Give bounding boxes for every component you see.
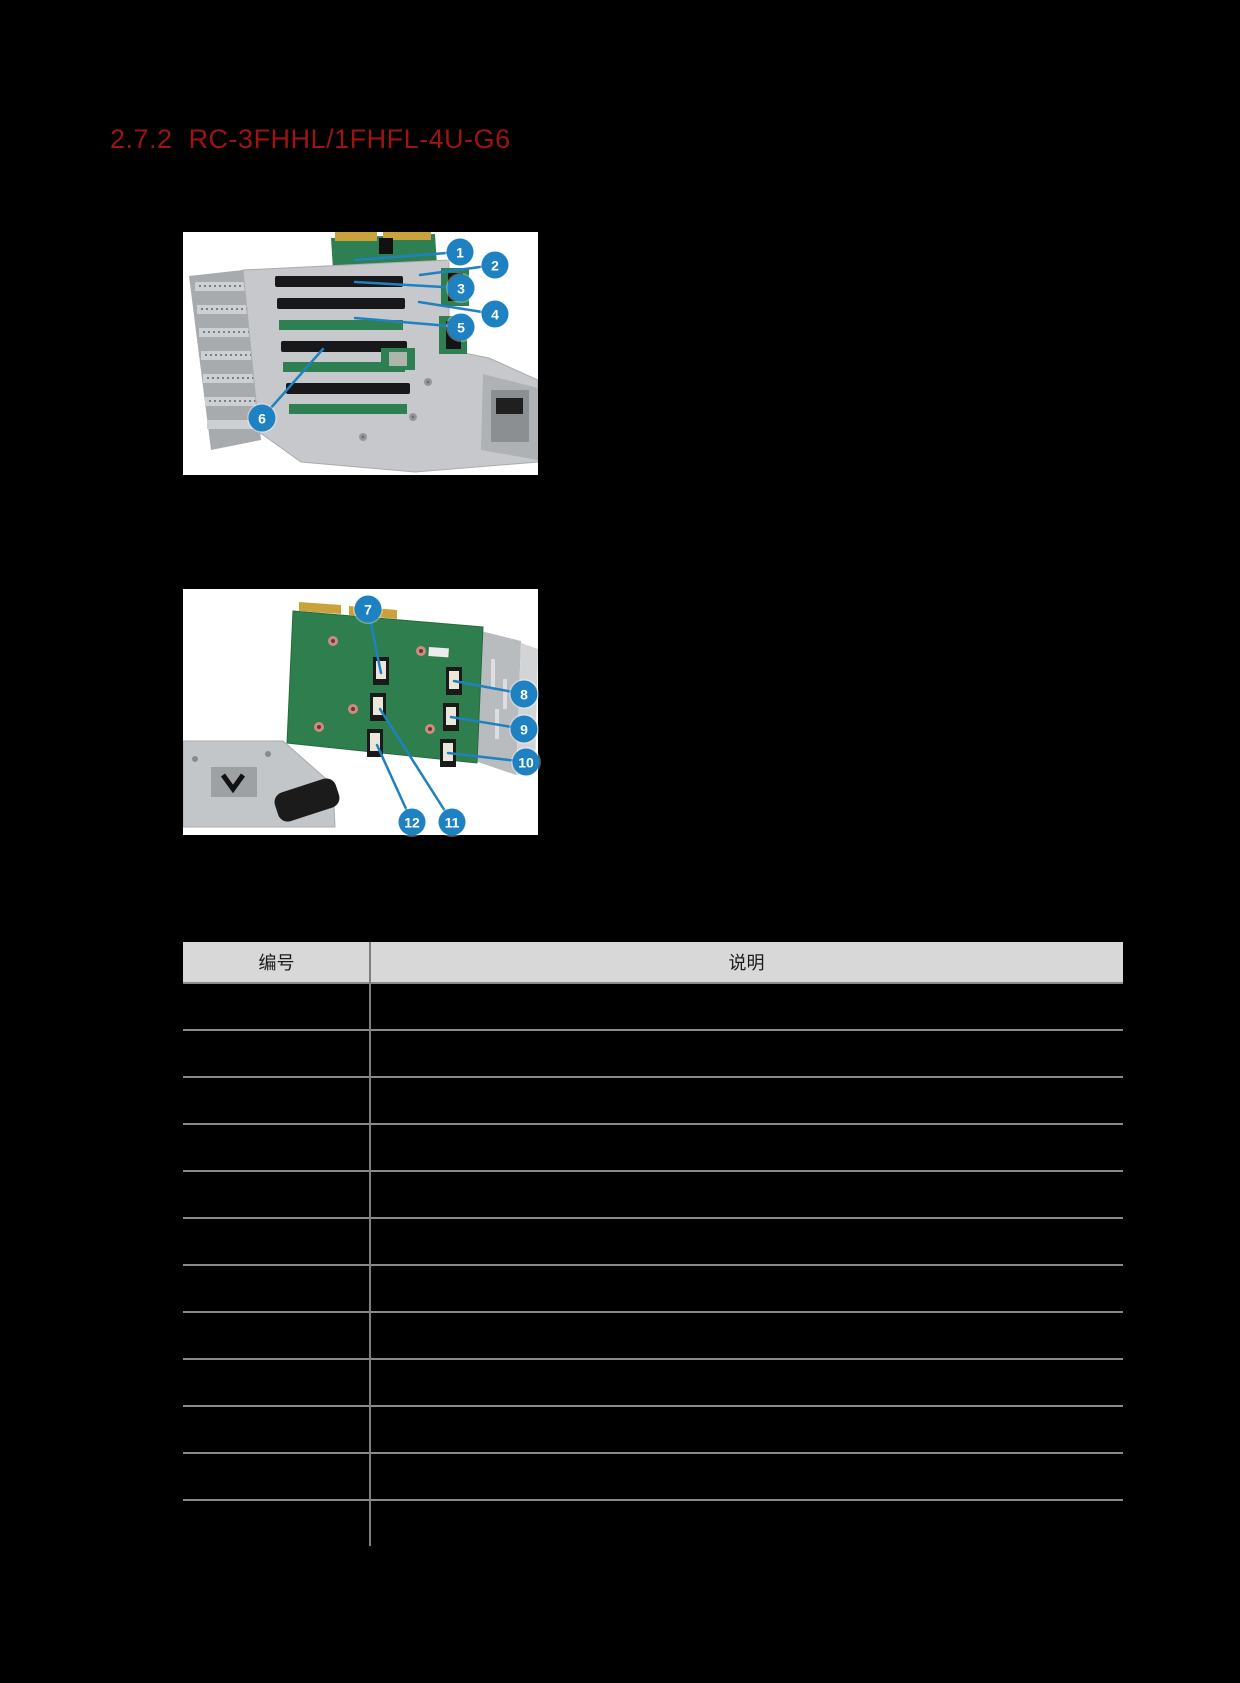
table-header-row: 编号 说明 <box>183 942 1123 984</box>
table-cell-number <box>183 1360 370 1405</box>
table-cell-number <box>183 1407 370 1452</box>
table-row <box>183 1219 1123 1266</box>
callout-badge-8: 8 <box>510 680 538 708</box>
table-cell-description <box>370 1407 1123 1452</box>
section-title: RC-3FHHL/1FHFL-4U-G6 <box>188 124 511 154</box>
table-row <box>183 984 1123 1031</box>
table-row <box>183 1266 1123 1313</box>
table-cell-description <box>370 1219 1123 1264</box>
table-row <box>183 1501 1123 1546</box>
callout-leader-line <box>260 347 325 420</box>
callout-badge-3: 3 <box>447 274 475 302</box>
table-cell-number <box>183 1078 370 1123</box>
table-cell-description <box>370 1031 1123 1076</box>
table-cell-number <box>183 1313 370 1358</box>
callout-badge-11: 11 <box>438 808 466 836</box>
table-row <box>183 1360 1123 1407</box>
table-cell-description <box>370 1172 1123 1217</box>
table-cell-number <box>183 1266 370 1311</box>
table-cell-description <box>370 1501 1123 1546</box>
callout-leader-line <box>353 316 463 329</box>
table-cell-description <box>370 1313 1123 1358</box>
table-row <box>183 1313 1123 1360</box>
callout-badge-1: 1 <box>446 238 474 266</box>
table-cell-number <box>183 1031 370 1076</box>
table-cell-description <box>370 984 1123 1029</box>
table-header-number: 编号 <box>258 953 295 973</box>
table-row <box>183 1172 1123 1219</box>
section-heading: 2.7.2 RC-3FHHL/1FHFL-4U-G6 <box>110 124 511 155</box>
table-cell-description <box>370 1266 1123 1311</box>
table-cell-description <box>370 1078 1123 1123</box>
table-cell-description <box>370 1360 1123 1405</box>
table-row <box>183 1454 1123 1501</box>
table-row <box>183 1031 1123 1078</box>
callout-badge-7: 7 <box>354 595 382 623</box>
section-number: 2.7.2 <box>110 124 173 154</box>
callout-leader-line <box>353 280 463 290</box>
callout-badge-9: 9 <box>510 715 538 743</box>
table-body <box>183 984 1123 1546</box>
callout-leader-line <box>353 250 462 262</box>
table-cell-number <box>183 1125 370 1170</box>
table-cell-number <box>183 1219 370 1264</box>
callout-badge-5: 5 <box>447 313 475 341</box>
callout-badge-2: 2 <box>481 251 509 279</box>
riser-cage-photo <box>183 232 538 475</box>
table-cell-description <box>370 1454 1123 1499</box>
callout-description-table: 编号 说明 <box>183 942 1123 1546</box>
table-column-divider <box>369 942 371 1546</box>
callout-leader-line <box>378 707 454 824</box>
table-row <box>183 1125 1123 1172</box>
table-cell-number <box>183 1454 370 1499</box>
callout-overlay <box>366 607 528 824</box>
table-row <box>183 1078 1123 1125</box>
table-header-description: 说明 <box>728 953 765 973</box>
table-cell-description <box>370 1125 1123 1170</box>
figure-riser-board: 7 8 9 10 11 12 <box>183 589 540 836</box>
callout-badge-10: 10 <box>512 748 540 776</box>
callout-badge-6: 6 <box>248 404 276 432</box>
callout-overlay <box>260 250 497 420</box>
riser-board-photo <box>183 589 538 835</box>
callout-badge-12: 12 <box>398 808 426 836</box>
table-cell-number <box>183 1501 370 1546</box>
callout-badge-4: 4 <box>481 300 509 328</box>
table-cell-number <box>183 984 370 1029</box>
table-cell-number <box>183 1172 370 1217</box>
table-row <box>183 1407 1123 1454</box>
